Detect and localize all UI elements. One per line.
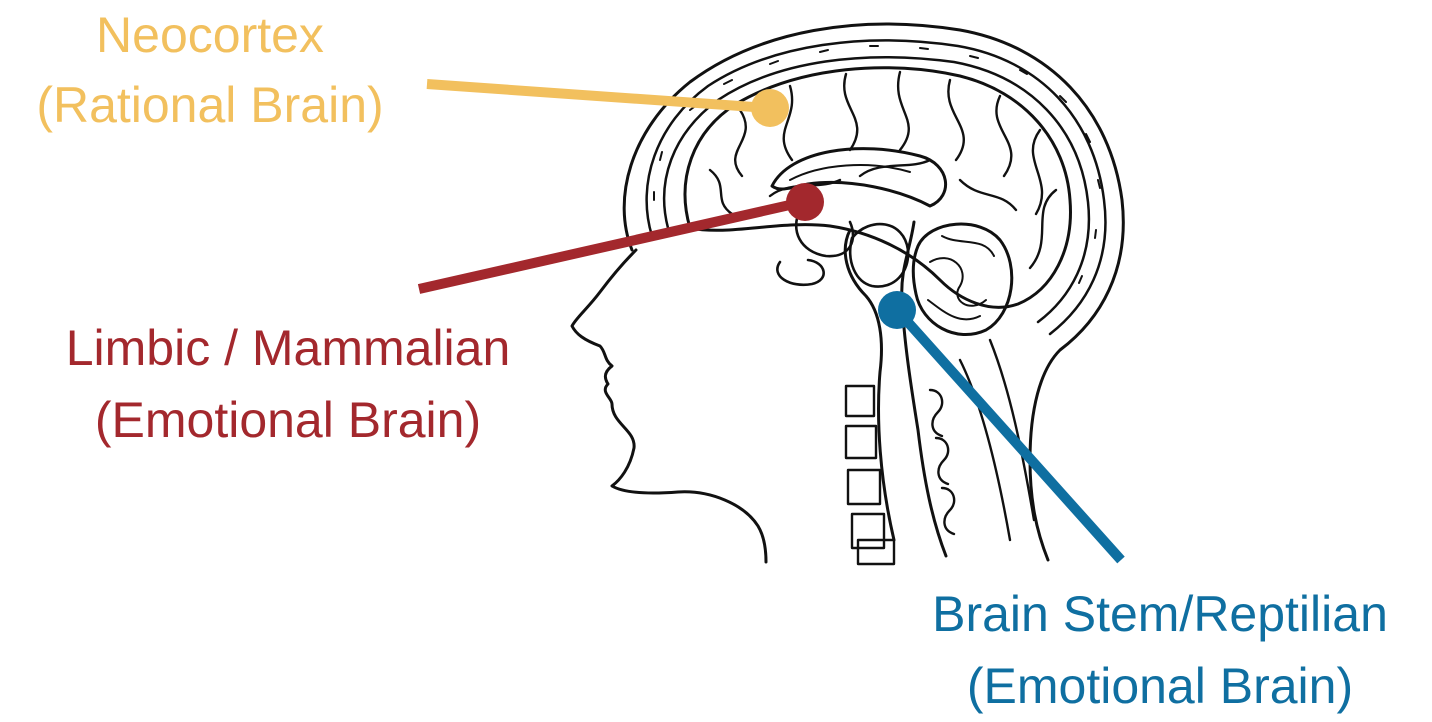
skull-inner-line [664, 57, 1089, 322]
limbic-pointer-dot [786, 183, 824, 221]
limbic-label-line1: Limbic / Mammalian [18, 312, 558, 384]
neocortex-pointer-dot [751, 89, 789, 127]
brain-sagittal-section-illustration [572, 24, 1123, 564]
neocortex-label: Neocortex (Rational Brain) [0, 0, 420, 140]
brain-stem-label: Brain Stem/Reptilian (Emotional Brain) [880, 578, 1432, 722]
face-profile-outline [572, 250, 766, 562]
brain-stem-pointer-dot [878, 291, 916, 329]
neocortex-label-line2: (Rational Brain) [0, 70, 420, 140]
skull-texture [654, 46, 1100, 283]
limbic-label-line2: (Emotional Brain) [18, 384, 558, 456]
neocortex-pointer-line [427, 84, 768, 108]
vertebrae [846, 340, 1034, 564]
limbic-structures [777, 210, 853, 285]
neocortex-label-line1: Neocortex [0, 0, 420, 70]
limbic-label: Limbic / Mammalian (Emotional Brain) [18, 312, 558, 456]
corpus-callosum-inner [790, 165, 910, 180]
brain-stem-label-line2: (Emotional Brain) [880, 650, 1432, 722]
brain-stem-label-line1: Brain Stem/Reptilian [880, 578, 1432, 650]
brain-stem-pointer-line [897, 310, 1121, 560]
